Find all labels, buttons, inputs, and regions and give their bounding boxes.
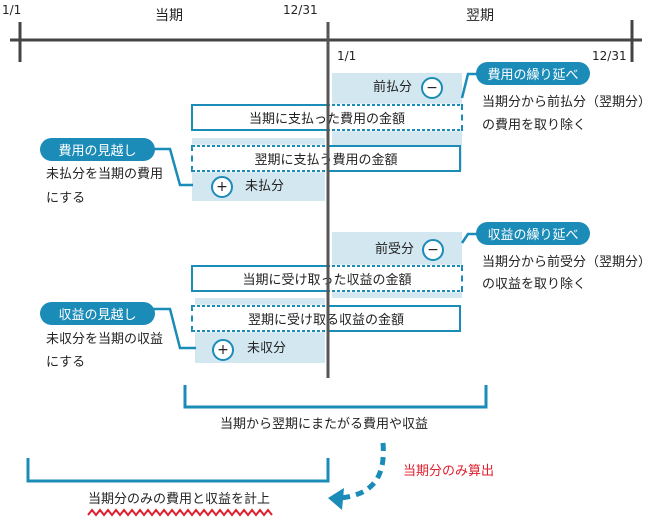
dashed-arrow [339, 442, 386, 501]
current-end-date: 12/31 [283, 3, 318, 17]
expense-accrual-desc-1: 未払分を当期の費用 [46, 167, 164, 182]
calc-note: 当期分のみ算出 [403, 464, 495, 479]
result-bracket [26, 458, 330, 483]
next-end-date: 12/31 [592, 49, 627, 63]
unreceived-revenue-label: 未収分 [247, 341, 287, 356]
current-start-date: 1/1 [2, 3, 22, 17]
result-label: 当期分のみの費用と収益を計上 [88, 492, 271, 507]
minus-icon: − [421, 77, 443, 99]
revenue-deferral-desc-2: の収益を取り除く [482, 277, 587, 292]
expense-accrual-desc-2: にする [46, 191, 86, 206]
span-bracket [183, 385, 488, 409]
revenue-accrual-pill: 収益の見越し [40, 302, 155, 325]
expense-deferral-desc-1: 当期分から前払分（翌期分） [482, 95, 647, 110]
plus-icon: + [212, 339, 234, 361]
unpaid-expense-label: 未払分 [245, 179, 285, 194]
expense-deferral-pill: 費用の繰り延べ [476, 62, 590, 85]
prepaid-revenue-label: 前受分 [375, 242, 415, 257]
plus-icon: + [211, 176, 233, 198]
next-period-label: 翌期 [466, 8, 494, 24]
wavy-underline [87, 508, 273, 517]
revenue-deferral-pill: 収益の繰り延べ [476, 222, 590, 245]
revenue-accrual-desc-2: にする [46, 355, 86, 370]
arrow-head-icon [328, 488, 344, 510]
minus-icon: − [422, 239, 444, 261]
current-period-label: 当期 [155, 8, 183, 24]
expense-accrual-pill: 費用の見越し [40, 138, 155, 161]
revenue-deferral-desc-1: 当期分から前受分（翌期分） [482, 255, 647, 270]
span-label: 当期から翌期にまたがる費用や収益 [220, 417, 429, 432]
accrued-revenue-box: 翌期に受け取る収益の金額 [191, 305, 461, 332]
expense-deferral-desc-2: の費用を取り除く [482, 118, 587, 133]
prepaid-expense-label: 前払分 [373, 80, 413, 95]
revenue-accrual-desc-1: 未収分を当期の収益 [46, 332, 164, 347]
next-start-date: 1/1 [337, 49, 357, 63]
